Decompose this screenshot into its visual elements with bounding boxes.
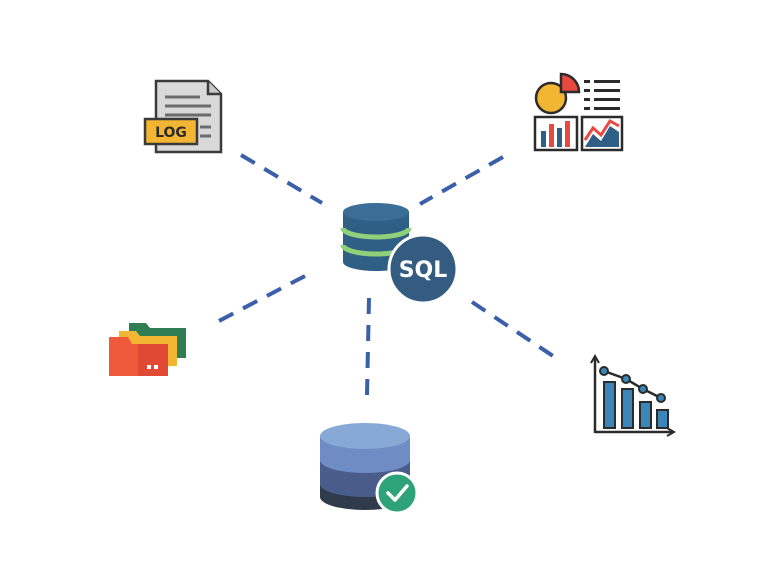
sql-label: SQL bbox=[399, 258, 448, 283]
connector-chart bbox=[470, 300, 555, 358]
sql-database-icon: SQL bbox=[340, 203, 459, 305]
bar-line-chart-icon bbox=[590, 353, 677, 437]
connector-log bbox=[239, 153, 324, 205]
verified-database-icon bbox=[320, 423, 419, 515]
connectors bbox=[216, 153, 555, 396]
folder-stack-icon bbox=[109, 323, 186, 376]
sql-badge bbox=[387, 233, 459, 305]
connector-folders bbox=[216, 274, 306, 324]
dashboard-report-icon bbox=[533, 72, 624, 152]
log-file-icon: LOG bbox=[143, 79, 223, 154]
connector-report bbox=[419, 155, 504, 206]
check-badge-icon bbox=[375, 471, 419, 515]
connector-verified-db bbox=[365, 297, 371, 396]
log-label: LOG bbox=[155, 125, 187, 141]
